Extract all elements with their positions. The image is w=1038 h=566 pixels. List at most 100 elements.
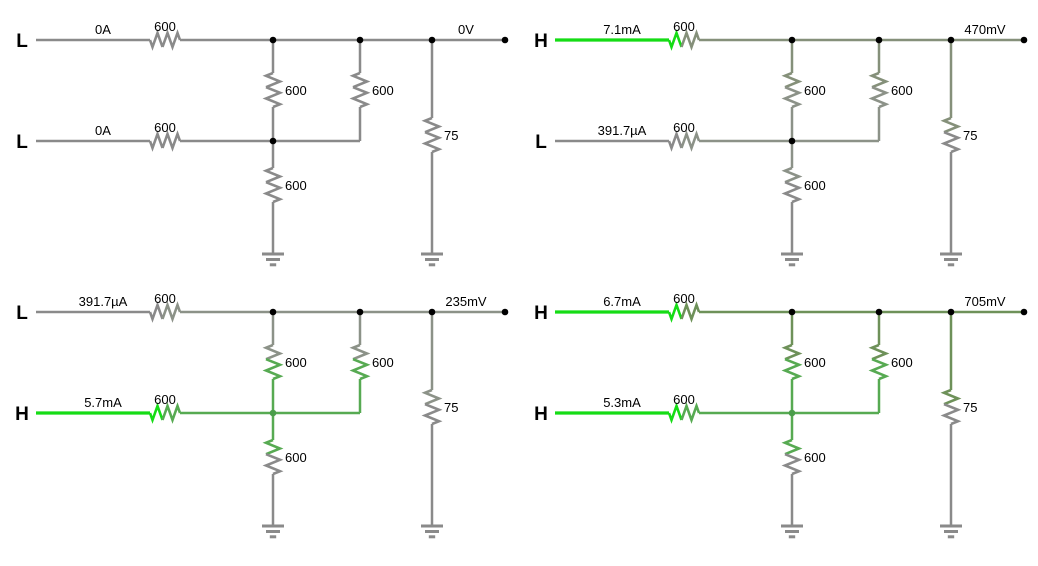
- resistor-left-vert-600[interactable]: [781, 343, 803, 361]
- junction-dot: [269, 137, 277, 145]
- resistor-top-600[interactable]: [161, 301, 182, 323]
- resistor-top-600[interactable]: [680, 29, 701, 51]
- junction-dot: [428, 36, 436, 44]
- resistor-center-vert-600[interactable]: [868, 71, 890, 89]
- resistor-center-vert-value: 600: [891, 355, 913, 370]
- resistor-center-vert-600[interactable]: [349, 357, 371, 381]
- resistor-ground-value: 600: [804, 450, 826, 465]
- ground-icon[interactable]: [940, 524, 962, 539]
- output-post[interactable]: [501, 36, 509, 44]
- resistor-center-vert-600[interactable]: [868, 343, 890, 361]
- input2-current-label: 391.7µA: [598, 123, 647, 138]
- resistor-load-75[interactable]: [940, 402, 962, 426]
- resistor-center-vert-600[interactable]: [868, 85, 890, 109]
- junction-dot: [269, 308, 277, 316]
- junction-dot: [788, 308, 796, 316]
- resistor-load-value: 75: [444, 400, 458, 415]
- ground-icon[interactable]: [262, 524, 284, 539]
- input1-logic-label[interactable]: L: [16, 31, 28, 52]
- resistor-load-75[interactable]: [421, 402, 443, 426]
- resistor-ground-600[interactable]: [262, 438, 284, 456]
- output-voltage-label: 0V: [458, 22, 474, 37]
- input2-current-label: 5.7mA: [84, 395, 122, 410]
- resistor-left-vert-value: 600: [804, 355, 826, 370]
- resistor-top-600[interactable]: [148, 29, 164, 51]
- resistor-mid-value: 600: [673, 392, 695, 407]
- resistor-top-600[interactable]: [148, 301, 164, 323]
- ground-icon[interactable]: [781, 252, 803, 267]
- resistor-ground-600[interactable]: [262, 166, 284, 184]
- resistor-left-vert-600[interactable]: [781, 71, 803, 89]
- resistor-left-vert-value: 600: [285, 83, 307, 98]
- resistor-mid-value: 600: [154, 392, 176, 407]
- input2-logic-label[interactable]: H: [15, 404, 29, 425]
- resistor-left-vert-600[interactable]: [262, 85, 284, 109]
- resistor-left-vert-600[interactable]: [781, 357, 803, 381]
- resistor-ground-600[interactable]: [781, 438, 803, 456]
- output-post[interactable]: [1020, 308, 1028, 316]
- resistor-left-vert-600[interactable]: [262, 71, 284, 89]
- input1-current-label: 7.1mA: [603, 22, 641, 37]
- resistor-mid-600[interactable]: [161, 130, 182, 152]
- input2-logic-label[interactable]: H: [534, 404, 548, 425]
- resistor-top-600[interactable]: [667, 29, 683, 51]
- input1-current-label: 391.7µA: [79, 294, 128, 309]
- resistor-load-value: 75: [444, 128, 458, 143]
- resistor-center-vert-value: 600: [372, 355, 394, 370]
- resistor-top-600[interactable]: [161, 29, 182, 51]
- resistor-load-75[interactable]: [421, 388, 443, 406]
- resistor-center-vert-value: 600: [891, 83, 913, 98]
- resistor-ground-600[interactable]: [262, 180, 284, 204]
- ground-icon[interactable]: [262, 252, 284, 267]
- resistor-left-vert-600[interactable]: [781, 85, 803, 109]
- resistor-load-75[interactable]: [940, 388, 962, 406]
- input1-logic-label[interactable]: H: [534, 31, 548, 52]
- resistor-load-75[interactable]: [421, 116, 443, 134]
- resistor-ground-value: 600: [285, 450, 307, 465]
- resistor-ground-600[interactable]: [781, 452, 803, 476]
- output-post[interactable]: [1020, 36, 1028, 44]
- ground-icon[interactable]: [421, 524, 443, 539]
- resistor-center-vert-600[interactable]: [349, 71, 371, 89]
- resistor-center-vert-600[interactable]: [349, 343, 371, 361]
- resistor-ground-600[interactable]: [262, 452, 284, 476]
- resistor-mid-value: 600: [154, 120, 176, 135]
- resistor-mid-600[interactable]: [667, 402, 683, 424]
- input1-current-label: 0A: [95, 22, 111, 37]
- resistor-ground-value: 600: [285, 178, 307, 193]
- resistor-left-vert-600[interactable]: [262, 343, 284, 361]
- ground-icon[interactable]: [781, 524, 803, 539]
- resistor-mid-600[interactable]: [680, 130, 701, 152]
- input1-logic-label[interactable]: H: [534, 303, 548, 324]
- resistor-top-value: 600: [673, 291, 695, 306]
- junction-dot: [947, 308, 955, 316]
- resistor-left-vert-value: 600: [804, 83, 826, 98]
- resistor-mid-600[interactable]: [680, 402, 701, 424]
- resistor-center-vert-600[interactable]: [868, 357, 890, 381]
- resistor-mid-600[interactable]: [148, 130, 164, 152]
- ground-icon[interactable]: [421, 252, 443, 267]
- resistor-load-75[interactable]: [940, 116, 962, 134]
- input1-current-label: 6.7mA: [603, 294, 641, 309]
- resistor-left-vert-value: 600: [285, 355, 307, 370]
- resistor-load-75[interactable]: [421, 130, 443, 154]
- resistor-top-600[interactable]: [680, 301, 701, 323]
- input2-logic-label[interactable]: L: [16, 132, 28, 153]
- ground-icon[interactable]: [940, 252, 962, 267]
- input2-logic-label[interactable]: L: [535, 132, 547, 153]
- input1-logic-label[interactable]: L: [16, 303, 28, 324]
- resistor-mid-600[interactable]: [667, 130, 683, 152]
- input2-current-label: 5.3mA: [603, 395, 641, 410]
- resistor-left-vert-600[interactable]: [262, 357, 284, 381]
- resistor-top-600[interactable]: [667, 301, 683, 323]
- resistor-load-75[interactable]: [940, 130, 962, 154]
- resistor-mid-600[interactable]: [148, 402, 164, 424]
- resistor-top-value: 600: [154, 291, 176, 306]
- resistor-center-vert-600[interactable]: [349, 85, 371, 109]
- junction-dot: [788, 137, 796, 145]
- resistor-ground-600[interactable]: [781, 180, 803, 204]
- resistor-mid-600[interactable]: [161, 402, 182, 424]
- output-post[interactable]: [501, 308, 509, 316]
- resistor-ground-600[interactable]: [781, 166, 803, 184]
